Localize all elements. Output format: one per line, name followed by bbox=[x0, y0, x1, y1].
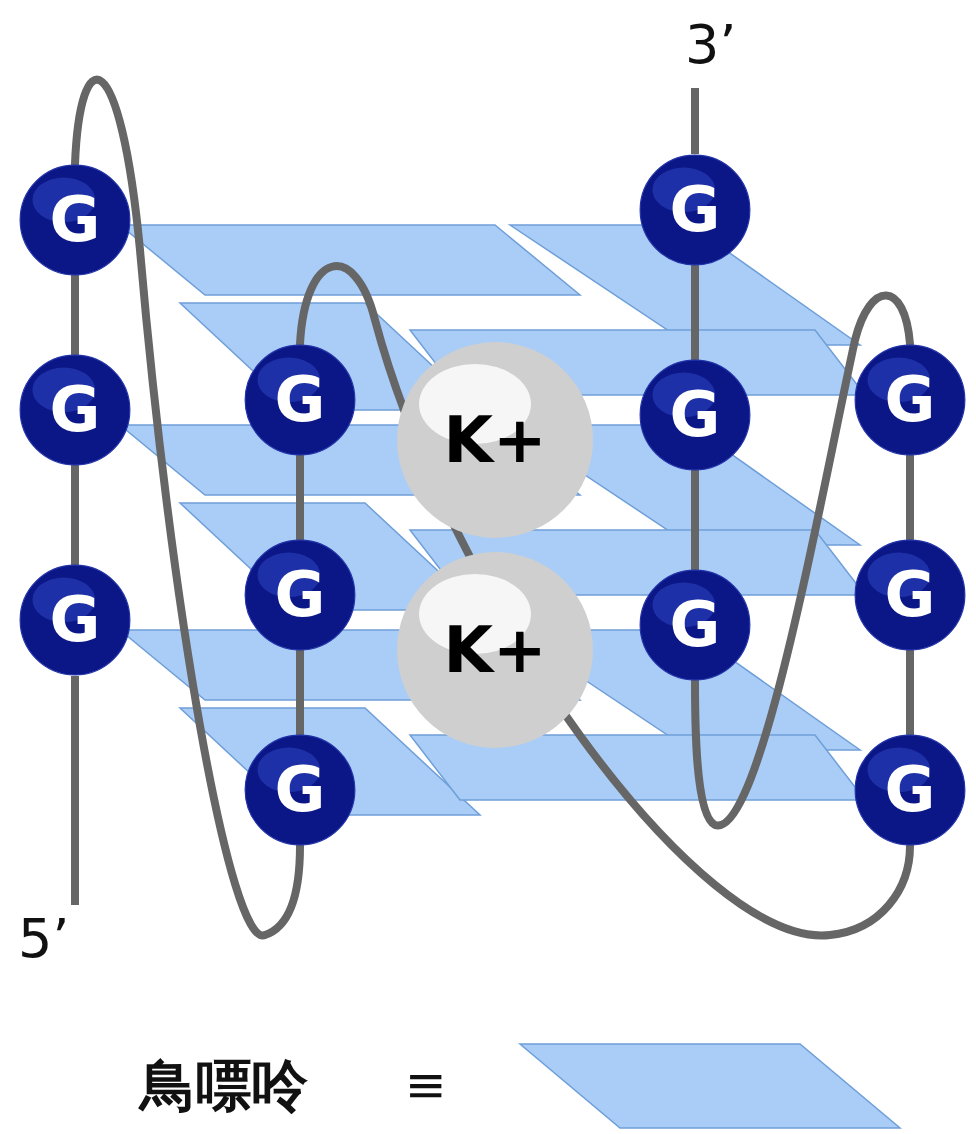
guanine-circle: G bbox=[244, 344, 356, 456]
guanine-circle: G bbox=[19, 354, 131, 466]
base-letter: G bbox=[670, 179, 721, 241]
guanine-circle: G bbox=[639, 154, 751, 266]
guanine-plane bbox=[120, 225, 580, 295]
base-letter: G bbox=[50, 379, 101, 441]
base-letter: G bbox=[885, 369, 936, 431]
guanine-circle: G bbox=[854, 344, 966, 456]
strand-end-3 bbox=[691, 88, 699, 154]
guanine-circle: G bbox=[244, 734, 356, 846]
backbone-segment bbox=[71, 276, 79, 354]
ion-label: K+ bbox=[443, 408, 546, 472]
base-letter: G bbox=[670, 384, 721, 446]
backbone-segment bbox=[691, 471, 699, 569]
legend-swatch bbox=[515, 1042, 905, 1132]
base-letter: G bbox=[670, 594, 721, 656]
guanine-circle: G bbox=[854, 539, 966, 651]
potassium-ion: K+ bbox=[395, 340, 595, 540]
base-letter: G bbox=[50, 589, 101, 651]
ion-label: K+ bbox=[443, 618, 546, 682]
base-letter: G bbox=[275, 564, 326, 626]
base-letter: G bbox=[885, 759, 936, 821]
guanine-circle: G bbox=[639, 569, 751, 681]
legend-text: 鳥嘌呤 bbox=[140, 1058, 308, 1114]
backbone-segment bbox=[296, 651, 304, 734]
end-label: 3’ bbox=[685, 18, 737, 72]
guanine-circle: G bbox=[19, 564, 131, 676]
base-letter: G bbox=[275, 369, 326, 431]
potassium-ion: K+ bbox=[395, 550, 595, 750]
base-letter: G bbox=[275, 759, 326, 821]
backbone-segment bbox=[300, 266, 910, 935]
backbone-segment bbox=[691, 266, 699, 359]
backbone-segment bbox=[296, 456, 304, 539]
guanine-circle: G bbox=[854, 734, 966, 846]
backbone-segment bbox=[906, 651, 914, 734]
equivalence-sign: ≡ bbox=[405, 1060, 447, 1110]
backbone-segment bbox=[906, 456, 914, 539]
guanine-circle: G bbox=[639, 359, 751, 471]
backbone-segment bbox=[71, 466, 79, 564]
base-letter: G bbox=[50, 189, 101, 251]
base-letter: G bbox=[885, 564, 936, 626]
guanine-circle: G bbox=[244, 539, 356, 651]
strand-end-5 bbox=[71, 676, 79, 905]
guanine-circle: G bbox=[19, 164, 131, 276]
end-label: 5’ bbox=[18, 912, 70, 966]
